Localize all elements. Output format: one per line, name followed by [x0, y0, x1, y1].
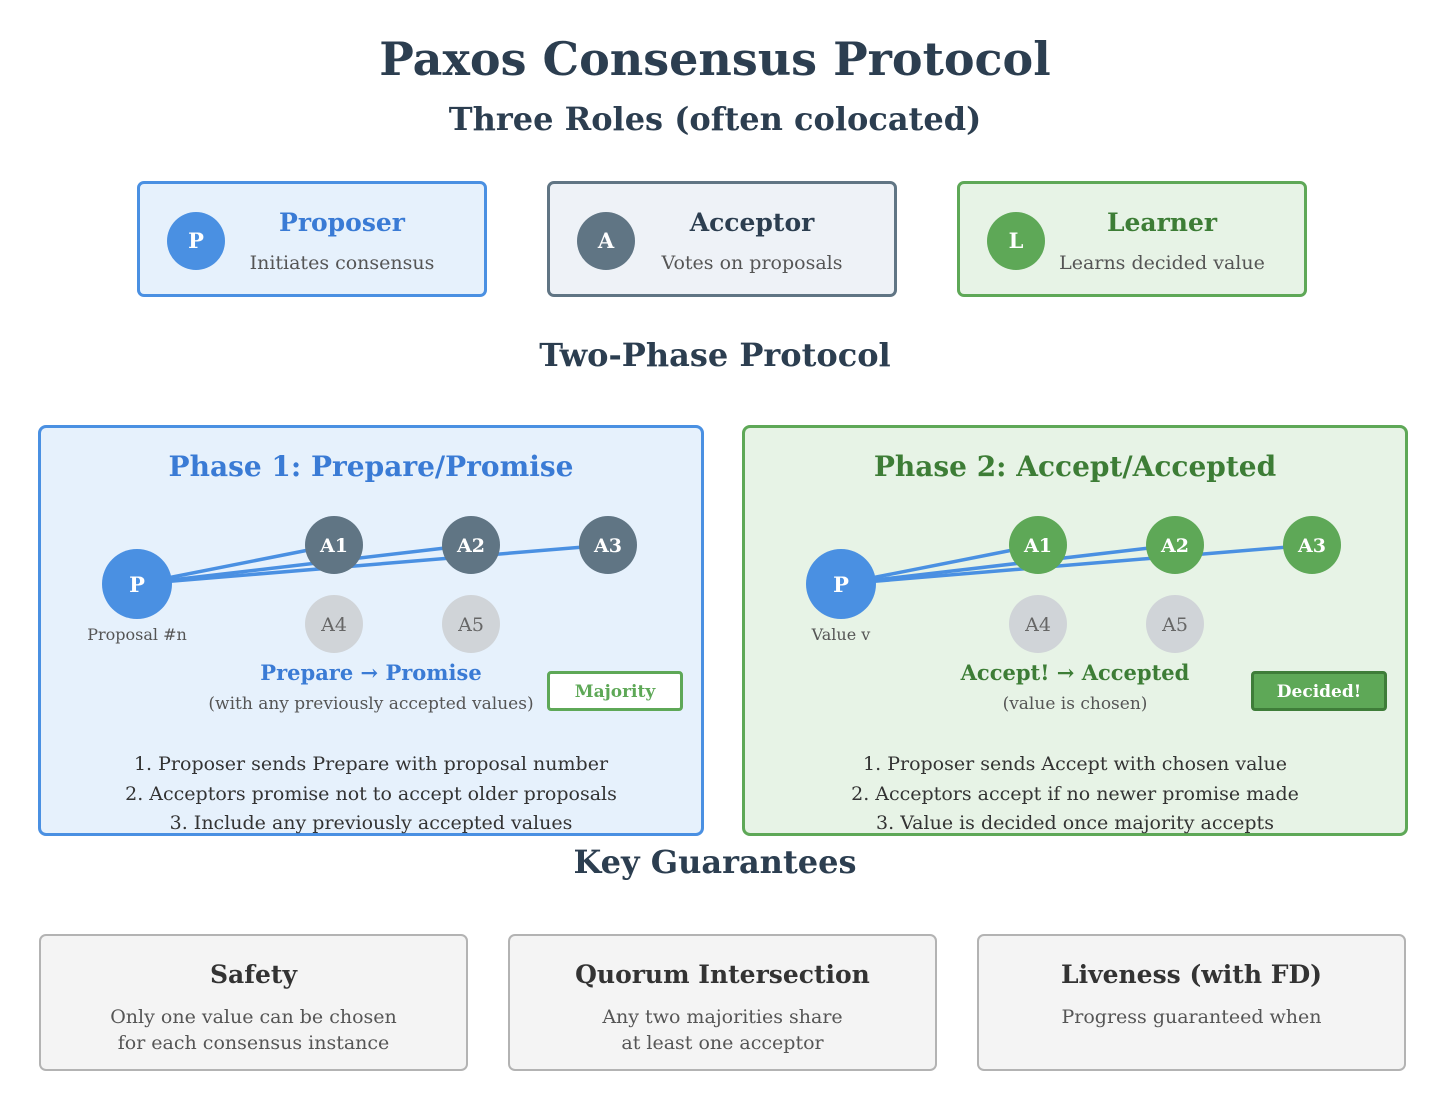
phase2-step: 1. Proposer sends Accept with chosen val… — [863, 753, 1287, 775]
message-arrow-a2 — [136, 543, 472, 586]
phase2-flow-label: Accept! → Accepted — [960, 660, 1190, 685]
acceptor-node-a3 — [1283, 516, 1341, 574]
acceptor-node-a3-label: A3 — [593, 535, 622, 557]
acceptor-node-a1-label: A1 — [319, 535, 348, 557]
guarantee-desc: Only one value can be chosen for each co… — [41, 1004, 466, 1056]
role-card-proposer: P Proposer Initiates consensus — [137, 181, 487, 297]
role-card-acceptor: A Acceptor Votes on proposals — [547, 181, 897, 297]
acceptor-avatar: A — [577, 212, 635, 270]
acceptor-node-a2-label: A2 — [456, 535, 485, 557]
proposer-caption: Value v — [811, 625, 871, 644]
role-name-proposer: Proposer — [279, 208, 405, 237]
message-arrow-a3 — [840, 543, 1313, 586]
acceptor-node-a2 — [442, 516, 500, 574]
phase2-diagram: P A1 A2 A3 A4 A5 — [806, 516, 1341, 653]
guarantee-line: Any two majorities share — [602, 1006, 843, 1028]
role-name-learner: Learner — [1106, 208, 1218, 237]
proposer-node — [806, 549, 876, 619]
phase2-flow-note: (value is chosen) — [1002, 694, 1148, 714]
acceptor-node-a2-label: A2 — [1160, 535, 1189, 557]
message-arrow-a3 — [136, 543, 609, 586]
phase1-step: 2. Acceptors promise not to accept older… — [125, 782, 617, 805]
proposer-caption: Proposal #n — [87, 625, 187, 644]
roles-subtitle: Three Roles (often colocated) — [448, 100, 982, 138]
phase1-flow-label: Prepare → Promise — [260, 660, 482, 685]
acceptor-node-a5-label: A5 — [1161, 614, 1188, 636]
acceptor-node-a1-label: A1 — [1023, 535, 1052, 557]
guarantee-card-liveness: Liveness (with FD) Progress guaranteed w… — [977, 934, 1406, 1071]
guarantee-title: Quorum Intersection — [575, 960, 870, 989]
learner-avatar: L — [987, 212, 1045, 270]
message-arrow-a2 — [840, 543, 1176, 586]
guarantee-title: Safety — [210, 960, 297, 989]
acceptor-node-a4-label: A4 — [320, 614, 347, 636]
acceptor-node-a5 — [1146, 595, 1204, 653]
protocol-title: Two-Phase Protocol — [539, 336, 891, 374]
proposer-node-label: P — [833, 572, 849, 597]
phase2-steps: 1. Proposer sends Accept with chosen val… — [745, 750, 1405, 839]
acceptor-node-a5 — [442, 595, 500, 653]
guarantees-title: Key Guarantees — [573, 843, 857, 881]
phase1-title: Phase 1: Prepare/Promise — [168, 450, 574, 483]
phase2-step: 2. Acceptors accept if no newer promise … — [851, 782, 1299, 805]
role-desc-proposer: Initiates consensus — [249, 252, 435, 274]
guarantee-line: at least one acceptor — [621, 1032, 824, 1054]
guarantee-desc: Progress guaranteed when — [979, 1004, 1404, 1030]
acceptor-node-a4 — [305, 595, 363, 653]
decided-badge: Decided! — [1251, 671, 1387, 711]
phase1-panel: Phase 1: Prepare/Promise P A1 A2 A3 A4 A… — [38, 425, 704, 836]
acceptor-node-a5-label: A5 — [457, 614, 484, 636]
majority-badge: Majority — [547, 671, 683, 711]
phase1-step: 3. Include any previously accepted value… — [169, 812, 573, 834]
page-title: Paxos Consensus Protocol — [379, 32, 1051, 86]
acceptor-node-a4 — [1009, 595, 1067, 653]
acceptor-node-a2 — [1146, 516, 1204, 574]
role-name-acceptor: Acceptor — [689, 208, 815, 237]
guarantee-line: for each consensus instance — [117, 1032, 390, 1054]
guarantee-line: Progress guaranteed when — [1061, 1006, 1322, 1028]
guarantee-card-safety: Safety Only one value can be chosen for … — [39, 934, 468, 1071]
phase1-diagram: P A1 A2 A3 A4 A5 — [102, 516, 637, 653]
guarantee-line: Only one value can be chosen — [110, 1006, 397, 1028]
phase2-title: Phase 2: Accept/Accepted — [873, 450, 1277, 483]
guarantee-card-quorum: Quorum Intersection Any two majorities s… — [508, 934, 937, 1071]
phase2-step: 3. Value is decided once majority accept… — [876, 812, 1274, 834]
phase2-panel: Phase 2: Accept/Accepted P A1 A2 A3 A4 A… — [742, 425, 1408, 836]
acceptor-node-a1 — [1009, 516, 1067, 574]
guarantee-title: Liveness (with FD) — [1061, 960, 1322, 989]
role-desc-acceptor: Votes on proposals — [661, 252, 843, 274]
proposer-avatar: P — [167, 212, 225, 270]
phase1-steps: 1. Proposer sends Prepare with proposal … — [41, 750, 701, 839]
guarantee-desc: Any two majorities share at least one ac… — [510, 1004, 935, 1056]
role-card-learner: L Learner Learns decided value — [957, 181, 1307, 297]
acceptor-node-a4-label: A4 — [1024, 614, 1051, 636]
role-desc-learner: Learns decided value — [1059, 252, 1265, 274]
acceptor-node-a1 — [305, 516, 363, 574]
phase1-step: 1. Proposer sends Prepare with proposal … — [133, 753, 609, 775]
phase1-flow-note: (with any previously accepted values) — [208, 694, 534, 714]
proposer-node-label: P — [129, 572, 145, 597]
acceptor-node-a3-label: A3 — [1297, 535, 1326, 557]
proposer-node — [102, 549, 172, 619]
acceptor-node-a3 — [579, 516, 637, 574]
